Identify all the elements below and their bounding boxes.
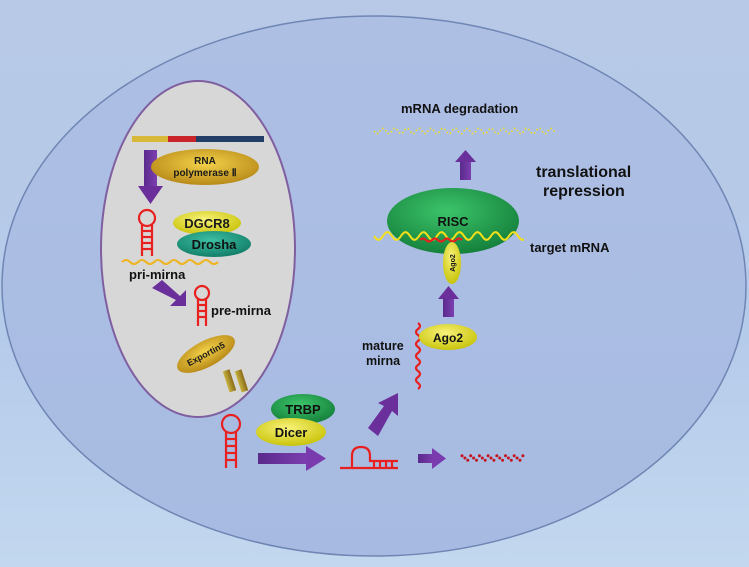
pri-mirna-label: pri-mirna (129, 267, 186, 282)
pri-mirna-hairpin (137, 208, 157, 256)
degraded-dot (477, 454, 481, 458)
degraded-dot (492, 458, 496, 462)
risc-assembly-arrow (438, 286, 459, 317)
degraded-dot (463, 456, 467, 460)
ago2-label: Ago2 (433, 331, 463, 345)
degraded-dot (489, 456, 493, 460)
ago2-in-risc: Ago2 (443, 242, 461, 284)
degraded-dot (501, 458, 505, 462)
mrna-degradation-label: mRNA degradation (401, 101, 518, 116)
degraded-dot (480, 456, 484, 460)
ago2: Ago2 (419, 324, 477, 350)
degraded-dot (469, 454, 473, 458)
pre-mirna-hairpin (193, 284, 211, 326)
transcription-arrow (138, 150, 163, 204)
degraded-passenger-strand (460, 454, 525, 462)
target-mrna-label: target mRNA (530, 240, 610, 255)
mature-label-2: mirna (366, 354, 401, 368)
rna-polymerase-label-1: RNA (194, 156, 216, 167)
degraded-dot (460, 454, 464, 458)
degraded-dot (509, 458, 513, 462)
translational-label-1: translational (536, 164, 631, 181)
degraded-dot (521, 454, 525, 458)
degraded-dot (512, 454, 516, 458)
cytoplasmic-pre-mirna (220, 413, 242, 468)
degraded-dot (472, 456, 476, 460)
dicer-processing-arrow (258, 446, 326, 471)
guide-strand-bound (419, 237, 463, 243)
dicer-label: Dicer (275, 425, 308, 440)
pre-mirna-label: pre-mirna (211, 303, 272, 318)
degraded-dot (486, 454, 490, 458)
passenger-strand-arrow (418, 448, 446, 469)
mirna-duplex (340, 445, 398, 470)
trbp: TRBP (271, 394, 335, 424)
mature-label-1: mature (362, 339, 404, 353)
degraded-dot (498, 456, 502, 460)
rna-polymerase-label-2: polymerase Ⅱ (173, 168, 236, 179)
drosha: Drosha (177, 231, 251, 257)
degradation-arrow (455, 150, 476, 180)
degraded-dot (515, 456, 519, 460)
drosha-processing-arrow (152, 280, 186, 306)
degraded-mrna (373, 127, 557, 135)
degraded-dot (475, 458, 478, 462)
loading-arrow (368, 393, 398, 436)
dgcr8-label: DGCR8 (184, 216, 230, 231)
trbp-label: TRBP (285, 402, 321, 417)
pri-mirna-tail (121, 259, 219, 265)
degraded-dot (506, 456, 510, 460)
degraded-dot (504, 454, 507, 458)
risc: RISC (387, 188, 519, 254)
degraded-dot (466, 458, 470, 462)
ago2-small-label: Ago2 (450, 254, 457, 272)
degraded-dot (483, 458, 487, 462)
rna-polymerase-ii: RNA polymerase Ⅱ (151, 149, 259, 185)
degraded-dot (518, 458, 522, 462)
nuclear-pore (222, 369, 249, 393)
dicer: Dicer (256, 418, 326, 446)
drosha-label: Drosha (192, 237, 238, 252)
dgcr8: DGCR8 (173, 211, 241, 235)
dna-gene-bar (132, 136, 264, 142)
risc-label: RISC (437, 214, 469, 229)
mature-mirna-strand (414, 322, 422, 390)
translational-label-2: repression (543, 183, 625, 200)
degraded-dot (495, 454, 499, 458)
